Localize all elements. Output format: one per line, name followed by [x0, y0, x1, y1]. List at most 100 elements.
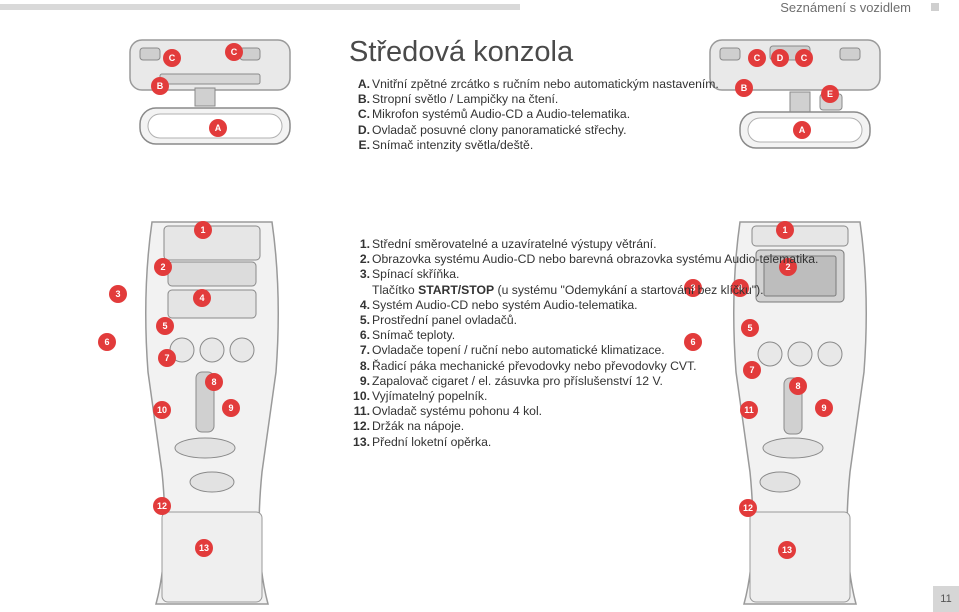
item-key: 4. — [359, 297, 370, 312]
svg-text:2: 2 — [785, 262, 790, 272]
svg-text:10: 10 — [157, 405, 167, 415]
badge-1-right: 1 — [776, 221, 794, 239]
item-key: C. — [357, 107, 370, 122]
svg-text:B: B — [157, 81, 164, 91]
badge-13-left: 13 — [195, 539, 213, 557]
badge-10-left: 10 — [153, 401, 171, 419]
item-text: Ovladač systému pohonu 4 kol. — [372, 404, 543, 419]
svg-text:9: 9 — [821, 403, 826, 413]
item-text: Vyjímatelný popelník. — [372, 389, 488, 404]
center-console-illustration-right: 1 2 3 4 5 6 7 8 9 11 12 13 — [684, 221, 867, 605]
svg-text:C: C — [169, 53, 176, 63]
badge-4-left: 4 — [193, 289, 211, 307]
item-key: 5. — [359, 313, 370, 328]
center-console-illustration-left: 1 2 3 4 5 6 7 8 9 10 12 13 — [98, 221, 279, 605]
list-item: 12.Držák na nápoje. — [345, 419, 818, 434]
badge-c-right-2: C — [795, 49, 813, 67]
item-text: Vnitřní zpětné zrcátko s ručním nebo aut… — [372, 77, 719, 91]
item-key: 7. — [359, 343, 370, 358]
item-text: Snímač teploty. — [372, 328, 456, 343]
list-item: B.Stropní světlo / Lampičky na čtení. — [345, 92, 719, 107]
svg-text:C: C — [754, 53, 761, 63]
svg-text:C: C — [231, 47, 238, 57]
svg-text:1: 1 — [200, 225, 205, 235]
svg-text:3: 3 — [115, 289, 120, 299]
section-title: Seznámení s vozidlem — [780, 0, 911, 15]
svg-text:12: 12 — [743, 503, 753, 513]
badge-e-right: E — [821, 85, 839, 103]
svg-text:7: 7 — [749, 365, 754, 375]
svg-text:E: E — [827, 89, 833, 99]
item-key: 1. — [359, 237, 370, 251]
svg-text:A: A — [799, 125, 806, 135]
svg-text:6: 6 — [104, 337, 109, 347]
item-key: 8. — [359, 358, 370, 373]
item-key: 9. — [359, 373, 370, 388]
badge-13-right: 13 — [778, 541, 796, 559]
list-item: 8.Řadicí páka mechanické převodovky nebo… — [345, 359, 818, 374]
badge-1-left: 1 — [194, 221, 212, 239]
badge-8-right: 8 — [789, 377, 807, 395]
header-bar — [0, 4, 520, 10]
badge-9-right: 9 — [815, 399, 833, 417]
start-stop-label: START/STOP — [418, 282, 495, 297]
header-marker — [931, 3, 939, 11]
item-key: D. — [357, 122, 370, 137]
badge-7-right: 7 — [743, 361, 761, 379]
badge-c-left-1: C — [163, 49, 181, 67]
item-text: Spínací skříňka. — [372, 267, 460, 282]
list-item: 9.Zapalovač cigaret / el. zásuvka pro př… — [345, 374, 818, 389]
svg-text:3: 3 — [690, 283, 695, 293]
badge-b-right: B — [735, 79, 753, 97]
list-item: A.Vnitřní zpětné zrcátko s ručním nebo a… — [345, 77, 719, 92]
list-item: 1.Střední směrovatelné a uzavíratelné vý… — [345, 237, 818, 252]
item-key: 3. — [359, 267, 370, 282]
svg-text:4: 4 — [199, 293, 204, 303]
list-item: 4.Systém Audio-CD nebo systém Audio-tele… — [345, 298, 818, 313]
item-key: E. — [358, 137, 370, 152]
item-key: 10. — [353, 389, 370, 404]
badge-5-left: 5 — [156, 317, 174, 335]
svg-text:6: 6 — [690, 337, 695, 347]
badge-6-right: 6 — [684, 333, 702, 351]
item-text: Prostřední panel ovladačů. — [372, 313, 517, 328]
list-item: 6.Snímač teploty. — [345, 328, 818, 343]
badge-4-right: 4 — [731, 279, 749, 297]
badge-12-left: 12 — [153, 497, 171, 515]
svg-text:13: 13 — [782, 545, 792, 555]
badge-7-left: 7 — [158, 349, 176, 367]
item-text: Ovladače topení / ruční nebo automatické… — [372, 343, 665, 358]
badge-c-right-1: C — [748, 49, 766, 67]
list-item: 3.Spínací skříňka.Tlačítko START/STOP (u… — [345, 267, 818, 297]
roof-console-illustration-left: C C B A — [129, 39, 291, 145]
list-item: 5.Prostřední panel ovladačů. — [345, 313, 818, 328]
roof-console-illustration-right: C D C B E A — [709, 39, 881, 149]
svg-text:1: 1 — [782, 225, 787, 235]
svg-text:B: B — [741, 83, 748, 93]
badge-2-left: 2 — [154, 258, 172, 276]
badge-d-right: D — [771, 49, 789, 67]
roof-items-list: A.Vnitřní zpětné zrcátko s ručním nebo a… — [345, 77, 719, 153]
item-text: Stropní světlo / Lampičky na čtení. — [372, 92, 559, 107]
item-key: 11. — [353, 404, 370, 419]
subtext-prefix: Tlačítko — [372, 282, 419, 297]
item-text: Řadicí páka mechanické převodovky nebo p… — [372, 358, 697, 373]
svg-text:11: 11 — [744, 405, 754, 415]
item-text: Zapalovač cigaret / el. zásuvka pro přís… — [372, 373, 663, 388]
badge-b-left: B — [151, 77, 169, 95]
svg-text:8: 8 — [795, 381, 800, 391]
item-key: B. — [357, 92, 370, 107]
svg-text:12: 12 — [157, 501, 167, 511]
svg-text:A: A — [215, 123, 222, 133]
page-title: Středová konzola — [349, 36, 574, 68]
list-item: C.Mikrofon systémů Audio-CD a Audio-tele… — [345, 107, 719, 122]
item-text: Mikrofon systémů Audio-CD a Audio-telema… — [372, 107, 631, 122]
item-text: Systém Audio-CD nebo systém Audio-telema… — [372, 297, 638, 312]
item-text: Přední loketní opěrka. — [372, 434, 492, 449]
page-number: 11 — [933, 586, 959, 612]
list-item: 2.Obrazovka systému Audio-CD nebo barevn… — [345, 252, 819, 267]
item-key: 13. — [353, 434, 370, 449]
badge-3-left: 3 — [109, 285, 127, 303]
badge-a-left: A — [209, 119, 227, 137]
svg-text:7: 7 — [164, 353, 169, 363]
